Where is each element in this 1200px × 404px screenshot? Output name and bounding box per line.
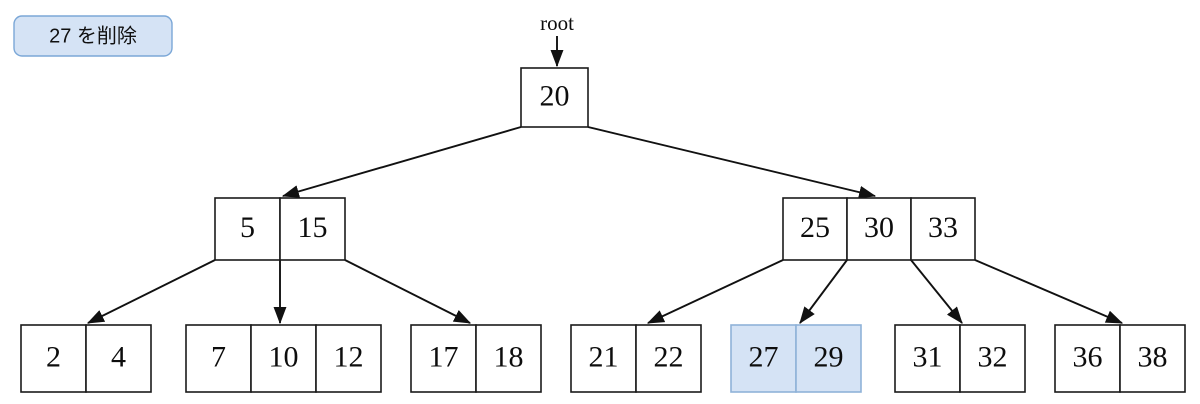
tree-node-leaf-4[interactable]: 21 22 (570, 324, 702, 393)
operation-badge[interactable]: 27 を削除 (13, 15, 173, 57)
tree-node-internal-right[interactable]: 25 30 33 (782, 197, 976, 261)
node-key-leaf-5-1: 29 (814, 340, 844, 373)
node-cell-leaf-5-1[interactable] (795, 324, 862, 393)
node-key-leaf-7-1: 38 (1138, 340, 1168, 373)
node-key-leaf-7-0: 36 (1073, 340, 1103, 373)
node-cell-leaf-5-0[interactable] (730, 324, 797, 393)
tree-node-leaf-7[interactable]: 36 38 (1054, 324, 1186, 393)
operation-badge-label: 27 を削除 (49, 24, 137, 47)
node-cell-leaf-2-1[interactable] (250, 324, 317, 393)
root-label: root (540, 11, 574, 35)
node-key-leaf-3-1: 18 (494, 340, 524, 373)
node-key-internal-left-0: 5 (240, 211, 255, 244)
node-key-leaf-1-1: 4 (111, 340, 126, 373)
edge-right-to-leaf5 (799, 259, 848, 324)
node-cell-leaf-2-0[interactable] (185, 324, 252, 393)
node-key-internal-right-0: 25 (800, 211, 830, 244)
node-cell-internal-right-0[interactable] (782, 197, 848, 261)
node-key-leaf-4-0: 21 (589, 340, 619, 373)
node-cell-leaf-3-0[interactable] (410, 324, 477, 393)
node-cell-leaf-4-0[interactable] (570, 324, 637, 393)
tree-node-root[interactable]: 20 (520, 67, 589, 128)
node-cell-leaf-1-0[interactable] (20, 324, 87, 393)
edge-left-to-leaf1 (86, 259, 216, 324)
tree-edges (86, 36, 1124, 325)
node-cell-leaf-2-2[interactable] (315, 324, 382, 393)
node-key-leaf-6-0: 31 (913, 340, 943, 373)
edge-root-to-right (587, 126, 877, 199)
tree-node-leaf-6[interactable]: 31 32 (894, 324, 1026, 393)
node-key-internal-right-2: 33 (928, 211, 958, 244)
node-key-internal-right-1: 30 (864, 211, 894, 244)
node-key-leaf-5-0: 27 (749, 340, 779, 373)
tree-node-internal-left[interactable]: 5 15 (214, 197, 346, 261)
edge-right-to-leaf4 (646, 259, 784, 324)
node-key-leaf-3-0: 17 (429, 340, 459, 373)
node-key-root-0: 20 (540, 79, 570, 112)
node-cell-leaf-4-1[interactable] (635, 324, 702, 393)
node-cell-leaf-6-1[interactable] (959, 324, 1026, 393)
tree-node-leaf-2[interactable]: 7 10 12 (185, 324, 382, 393)
edge-root-to-left (281, 126, 522, 198)
node-cell-leaf-3-1[interactable] (475, 324, 542, 393)
node-key-leaf-4-1: 22 (654, 340, 684, 373)
tree-node-leaf-5[interactable]: 27 29 (730, 324, 862, 393)
node-cell-leaf-1-1[interactable] (85, 324, 152, 393)
node-key-leaf-6-1: 32 (978, 340, 1008, 373)
operation-badge-background (13, 15, 173, 57)
node-key-leaf-2-0: 7 (211, 340, 226, 373)
node-key-leaf-2-2: 12 (334, 340, 364, 373)
edge-left-to-leaf3 (344, 259, 472, 324)
node-key-leaf-2-1: 10 (269, 340, 299, 373)
node-cell-root-0[interactable] (520, 67, 589, 128)
node-key-leaf-1-0: 2 (46, 340, 61, 373)
node-cell-internal-left-0[interactable] (214, 197, 281, 261)
node-cell-leaf-7-1[interactable] (1119, 324, 1186, 393)
node-cell-internal-left-1[interactable] (279, 197, 346, 261)
node-cell-leaf-7-0[interactable] (1054, 324, 1121, 393)
edge-right-to-leaf6 (910, 259, 963, 324)
node-key-internal-left-1: 15 (298, 211, 328, 244)
edge-right-to-leaf7 (974, 259, 1124, 324)
node-cell-internal-right-2[interactable] (910, 197, 976, 261)
